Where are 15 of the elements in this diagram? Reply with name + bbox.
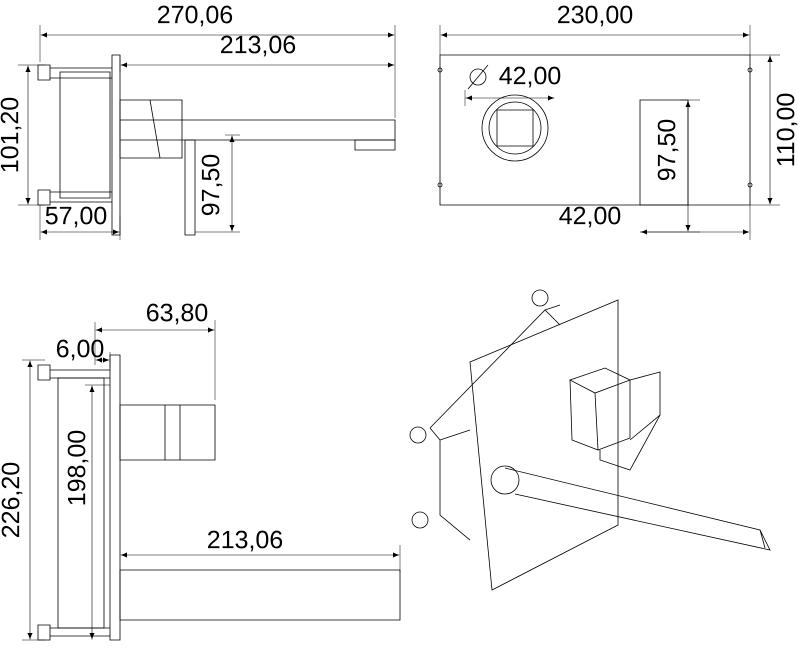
dimension-label: 110,00 [776,94,798,166]
dimension-label: 97,50 [202,154,222,216]
dimension-label: 230,00 [558,6,632,26]
dimension-label: 6,00 [56,340,104,360]
dimension-label: 198,00 [68,430,88,504]
dimension-label: 270,06 [158,6,232,26]
dimension-label: 97,50 [658,120,678,180]
dimension-label: 213,06 [221,36,296,56]
dimension-label: 42,00 [499,66,560,88]
dimension-label: 63,80 [147,304,208,324]
dimension-label: 226,20 [2,462,22,537]
dimension-label: 57,00 [46,206,106,228]
dimension-label: 213,06 [208,530,282,552]
dimension-label: 101,20 [0,98,22,172]
dimension-label: 42,00 [559,206,620,228]
